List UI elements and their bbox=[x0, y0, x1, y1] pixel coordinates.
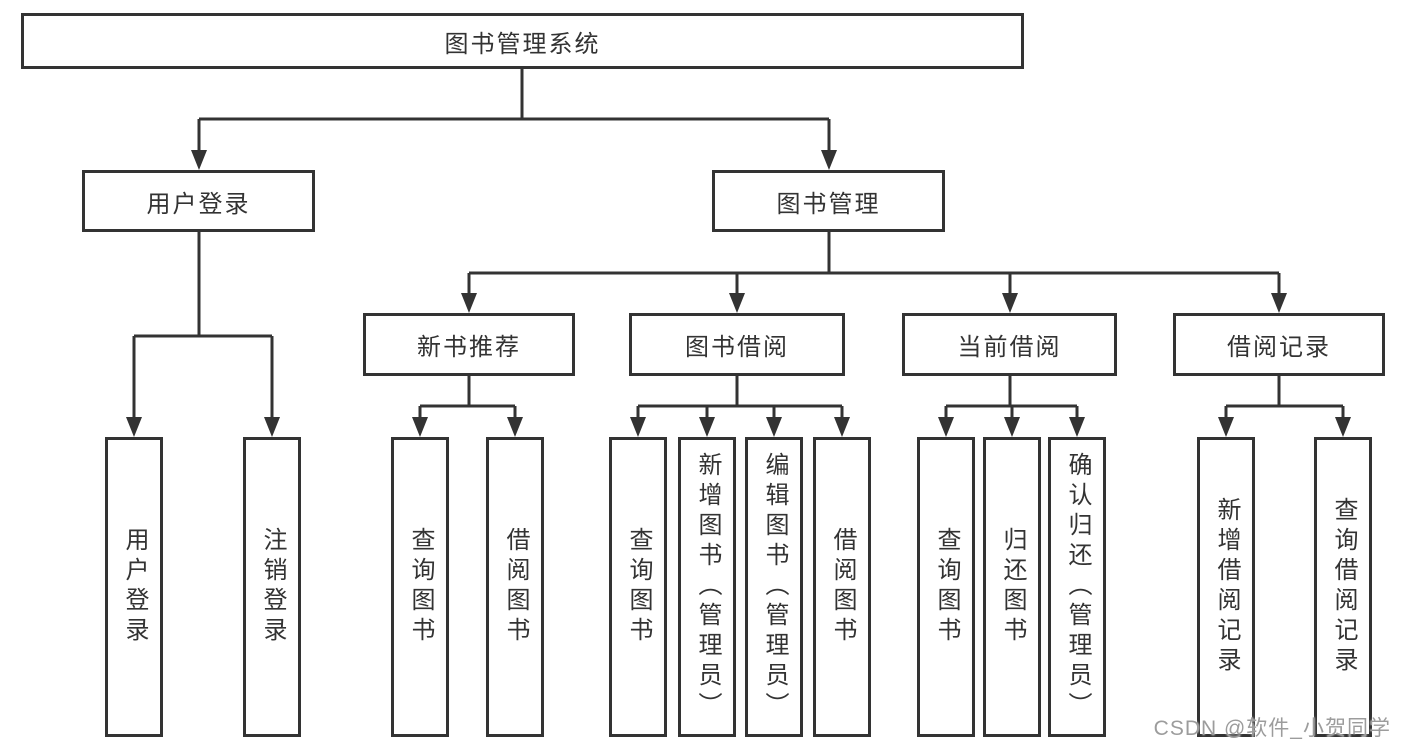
node-label: 图书管理系统 bbox=[444, 30, 601, 58]
node-borrow-books-leaf: 借阅图书 bbox=[813, 437, 871, 737]
connector-line-borrow-records bbox=[1224, 376, 1345, 423]
node-query-books-current: 查询图书 bbox=[917, 437, 975, 737]
connector-line-new-book bbox=[418, 376, 517, 423]
node-user-login-leaf: 用户登录 bbox=[105, 437, 163, 737]
arrow-down-icon bbox=[821, 150, 837, 170]
arrow-down-icon bbox=[699, 417, 715, 437]
node-add-book-admin: 新增图书（管理员） bbox=[678, 437, 736, 737]
node-label: 用户登录 bbox=[146, 190, 251, 218]
node-query-borrow-record: 查询借阅记录 bbox=[1314, 437, 1372, 737]
arrow-down-icon bbox=[507, 417, 523, 437]
node-label: 确认归还（管理员） bbox=[1064, 452, 1091, 722]
arrow-down-icon bbox=[630, 417, 646, 437]
arrow-down-icon bbox=[1218, 417, 1234, 437]
arrow-down-icon bbox=[191, 150, 207, 170]
node-add-borrow-record: 新增借阅记录 bbox=[1197, 437, 1255, 737]
node-label: 图书管理 bbox=[776, 190, 881, 218]
node-new-book-recommend: 新书推荐 bbox=[363, 313, 575, 376]
node-book-management: 图书管理 bbox=[712, 170, 945, 232]
node-user-login: 用户登录 bbox=[82, 170, 315, 232]
node-label: 借阅记录 bbox=[1227, 334, 1331, 361]
connector-line-user-login bbox=[132, 232, 274, 423]
arrow-down-icon bbox=[729, 293, 745, 313]
arrow-down-icon bbox=[766, 417, 782, 437]
arrow-down-icon bbox=[1069, 417, 1085, 437]
node-label: 借阅图书 bbox=[502, 527, 529, 647]
arrow-down-icon bbox=[938, 417, 954, 437]
csdn-watermark: CSDN @软件_小贺同学 bbox=[1153, 717, 1391, 740]
connector-line-root bbox=[197, 69, 831, 156]
node-label: 当前借阅 bbox=[957, 334, 1062, 361]
node-label: 编辑图书（管理员） bbox=[761, 452, 788, 722]
node-library-system: 图书管理系统 bbox=[21, 13, 1024, 69]
node-edit-book-admin: 编辑图书（管理员） bbox=[745, 437, 803, 737]
node-query-books-recommend: 查询图书 bbox=[391, 437, 449, 737]
node-label: 注销登录 bbox=[259, 527, 286, 647]
node-query-books-borrow: 查询图书 bbox=[609, 437, 667, 737]
arrow-down-icon bbox=[412, 417, 428, 437]
node-book-borrow: 图书借阅 bbox=[629, 313, 845, 376]
node-current-borrow: 当前借阅 bbox=[902, 313, 1117, 376]
node-label: 新增借阅记录 bbox=[1213, 497, 1240, 677]
node-borrow-records: 借阅记录 bbox=[1173, 313, 1385, 376]
connector-line-current-borrow bbox=[944, 376, 1079, 423]
connector-line-book-management bbox=[467, 232, 1281, 299]
arrow-down-icon bbox=[126, 417, 142, 437]
arrow-down-icon bbox=[1002, 293, 1018, 313]
node-confirm-return-admin: 确认归还（管理员） bbox=[1048, 437, 1106, 737]
node-label: 图书借阅 bbox=[685, 334, 789, 361]
node-label: 借阅图书 bbox=[829, 527, 856, 647]
arrow-down-icon bbox=[1271, 293, 1287, 313]
arrow-down-icon bbox=[264, 417, 280, 437]
node-label: 新书推荐 bbox=[417, 334, 521, 361]
node-label: 查询图书 bbox=[625, 527, 652, 647]
node-label: 用户登录 bbox=[121, 527, 148, 647]
arrow-down-icon bbox=[461, 293, 477, 313]
node-label: 查询图书 bbox=[407, 527, 434, 647]
node-borrow-books-recommend: 借阅图书 bbox=[486, 437, 544, 737]
arrow-down-icon bbox=[834, 417, 850, 437]
arrow-down-icon bbox=[1004, 417, 1020, 437]
arrow-down-icon bbox=[1335, 417, 1351, 437]
connector-line-book-borrow bbox=[636, 376, 844, 423]
node-label: 查询图书 bbox=[933, 527, 960, 647]
node-logout-leaf: 注销登录 bbox=[243, 437, 301, 737]
node-return-book: 归还图书 bbox=[983, 437, 1041, 737]
node-label: 新增图书（管理员） bbox=[694, 452, 721, 722]
node-label: 查询借阅记录 bbox=[1330, 497, 1357, 677]
node-label: 归还图书 bbox=[999, 527, 1026, 647]
